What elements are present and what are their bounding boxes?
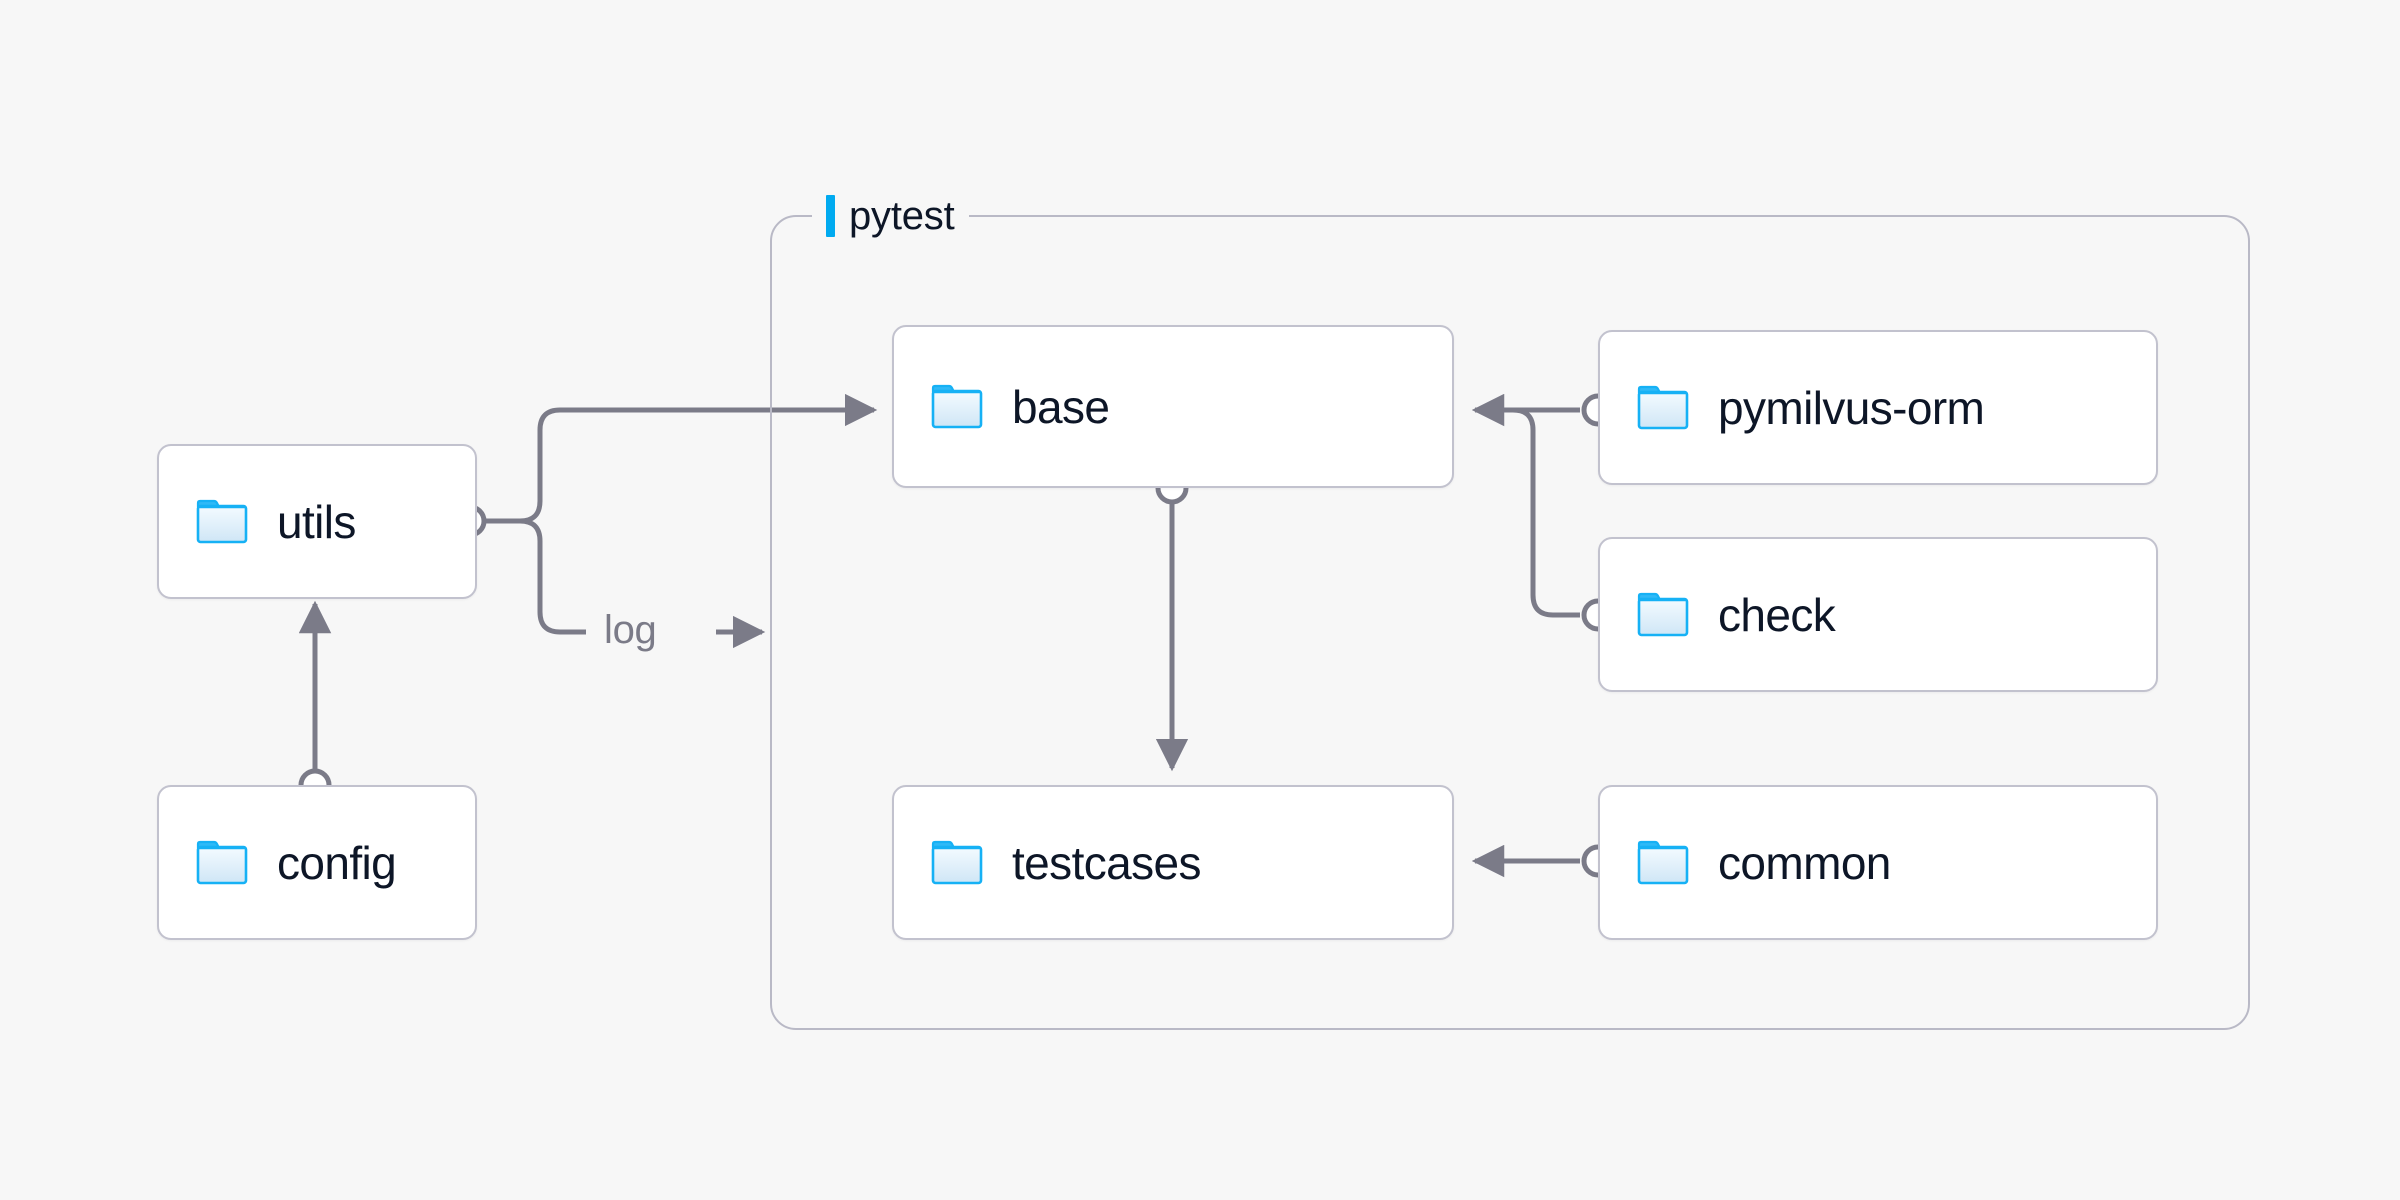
node-check[interactable]: check [1598,537,2158,692]
node-label-check: check [1718,588,1836,641]
vertical-bar-accent-icon [826,195,835,237]
folder-icon [1637,385,1689,429]
folder-icon [931,384,983,428]
group-pytest[interactable] [770,215,2250,1030]
node-label-config: config [277,836,397,889]
folder-icon [931,840,983,884]
node-label-testcases: testcases [1012,836,1202,889]
folder-icon [1637,840,1689,884]
node-config[interactable]: config [157,785,477,940]
folder-icon [196,840,248,884]
node-label-base: base [1012,380,1110,433]
node-label-common: common [1718,836,1891,889]
folder-icon [196,499,248,543]
folder-icon [1637,592,1689,636]
node-pymilvus-orm[interactable]: pymilvus-orm [1598,330,2158,485]
node-base[interactable]: base [892,325,1454,488]
node-label-pymilvus-orm: pymilvus-orm [1718,381,1985,434]
node-utils[interactable]: utils [157,444,477,599]
node-testcases[interactable]: testcases [892,785,1454,940]
group-title-text: pytest [849,194,955,238]
group-pytest-label: pytest [812,190,969,242]
edge-label-log: log [604,608,657,652]
node-common[interactable]: common [1598,785,2158,940]
node-label-utils: utils [277,495,356,548]
edge-utils-to-pytest [478,518,586,635]
